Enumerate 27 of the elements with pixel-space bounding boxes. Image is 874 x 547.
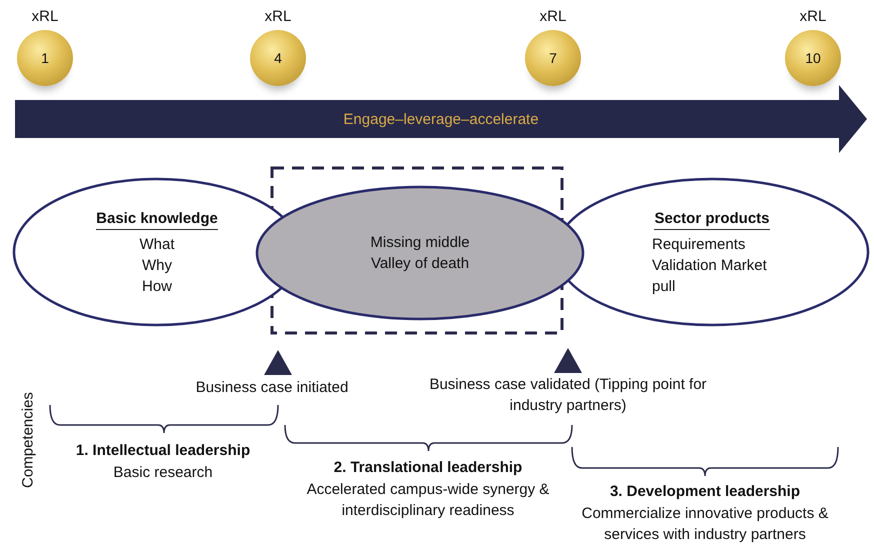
phase-text: Basic research xyxy=(112,463,214,483)
level-ball xyxy=(525,30,581,86)
level-ball xyxy=(250,30,306,86)
phase-title: 2. Translational leadership xyxy=(332,458,524,478)
phase-title: 3. Development leadership xyxy=(608,482,802,502)
milestone-label: Business case initiated xyxy=(194,378,350,398)
phase-title: 1. Intellectual leadership xyxy=(74,441,252,461)
ellipse-heading: Sector products xyxy=(654,208,770,230)
level-number: 10 xyxy=(805,48,821,68)
band-label: Engage–leverage–accelerate xyxy=(343,110,539,130)
ellipse-heading: Basic knowledge xyxy=(96,208,218,230)
scale-label: xRL xyxy=(538,7,568,27)
ellipse-text: What Why How xyxy=(138,234,176,296)
ellipse-text: Requirements Validation Market pull xyxy=(652,234,768,296)
scale-label: xRL xyxy=(798,7,828,27)
phase-text: Accelerated campus-wide synergy & interdisciplinary readiness xyxy=(306,480,550,521)
level-number: 7 xyxy=(549,48,557,68)
scale-label: xRL xyxy=(264,7,292,27)
milestone-label: Business case validated (Tipping point for industry partners) xyxy=(428,375,708,416)
level-ball xyxy=(17,30,73,86)
level-number: 1 xyxy=(41,48,49,68)
scale-label: xRL xyxy=(30,7,60,27)
axis-title: Competencies xyxy=(18,392,38,488)
level-number: 4 xyxy=(274,48,282,68)
ellipse-text: Missing middle Valley of death xyxy=(369,233,471,274)
level-ball xyxy=(785,30,841,86)
phase-text: Commercialize innovative products & services with industry partners xyxy=(580,504,830,545)
